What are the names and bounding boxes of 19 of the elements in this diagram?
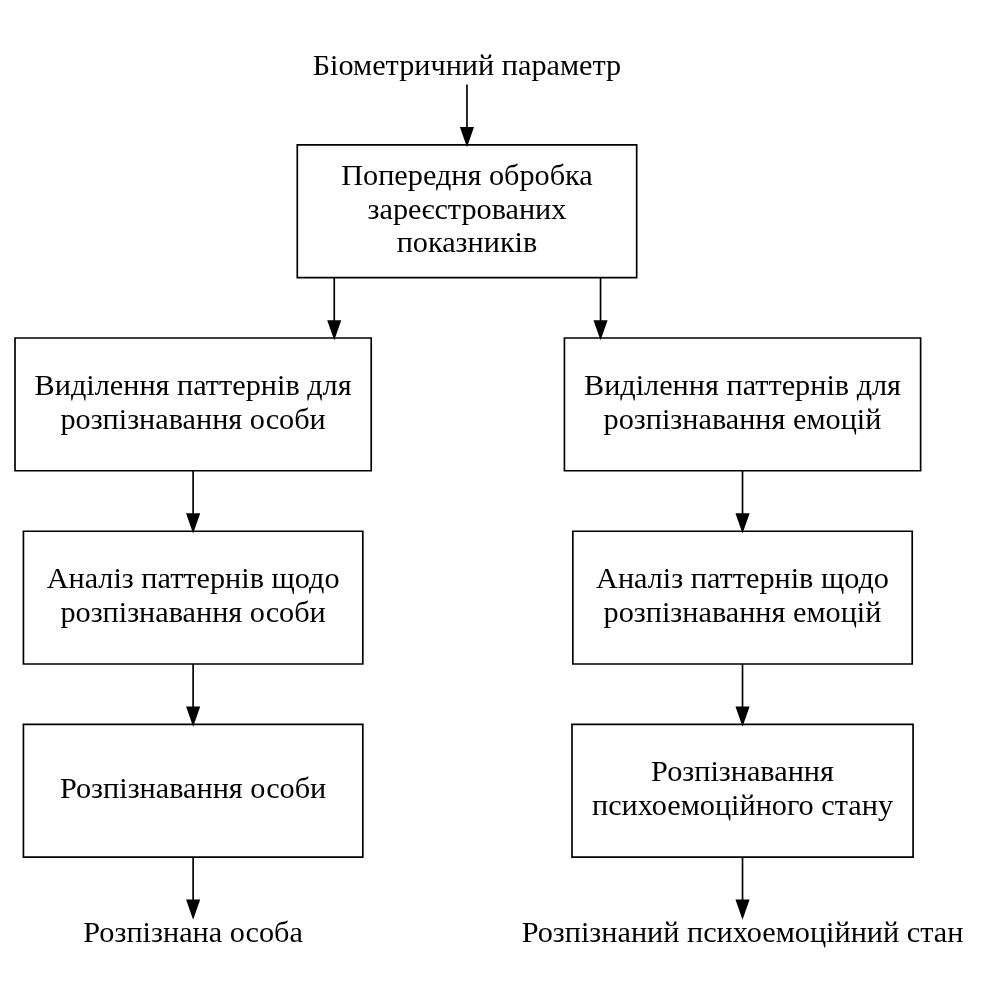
node-text: Розпізнана особа — [83, 914, 303, 949]
arrow — [735, 469, 750, 534]
arrow — [186, 469, 201, 534]
arrow — [735, 856, 750, 920]
node-box: Виділення паттернів для розпізнавання емоцій — [563, 336, 922, 472]
node-box: Розпізнавання психоемоційного стану — [571, 723, 914, 858]
node-box: Виділення паттернів для розпізнавання особи — [14, 336, 373, 472]
node-box: Попередня обробка зареєстрованих показників — [296, 143, 638, 278]
arrow — [735, 662, 750, 727]
arrow — [327, 276, 342, 340]
node-box: Аналіз паттернів щодо розпізнавання особи — [22, 529, 364, 665]
arrow — [459, 83, 475, 147]
node-box: Розпізнавання особи — [22, 723, 364, 858]
arrow — [593, 276, 608, 340]
arrow — [186, 662, 201, 727]
node-text: Розпізнаний психоемоційний стан — [521, 914, 964, 949]
arrow — [186, 856, 201, 920]
node-text: Біометричний параметр — [312, 47, 622, 82]
node-box: Аналіз паттернів щодо розпізнавання емоцій — [572, 529, 914, 665]
